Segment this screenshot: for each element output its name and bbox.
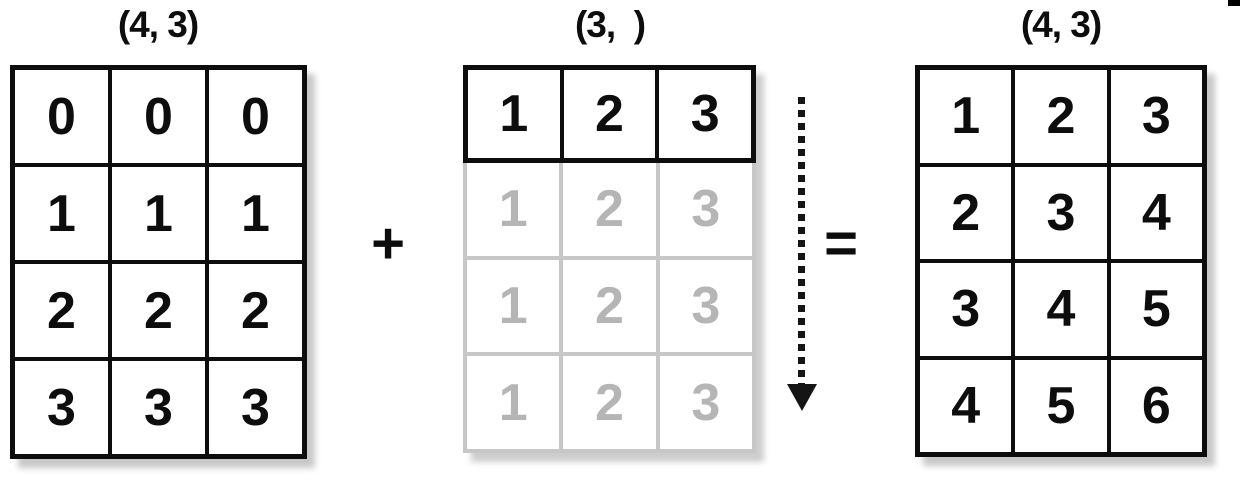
matrix-cell: 2	[563, 70, 656, 158]
matrix-cell: 1	[112, 167, 205, 260]
broadcast-arrow-line	[798, 97, 805, 385]
middle-matrix-solid-row: 1 2 3	[463, 65, 756, 163]
ghost-cell: 1	[467, 356, 560, 449]
matrix-cell: 4	[1110, 166, 1202, 259]
matrix-cell: 3	[209, 361, 302, 454]
matrix-cell: 1	[15, 167, 108, 260]
matrix-cell: 2	[920, 166, 1012, 259]
ghost-cell: 3	[659, 259, 752, 353]
matrix-cell: 5	[1015, 359, 1107, 452]
matrix-cell: 4	[920, 359, 1012, 452]
matrix-cell: 0	[112, 70, 205, 163]
corner-crop-artifact	[1228, 0, 1240, 6]
matrix-cell: 3	[659, 70, 751, 158]
matrix-cell: 2	[209, 264, 302, 357]
ghost-cell: 3	[659, 163, 752, 256]
plus-operator: +	[371, 211, 405, 276]
matrix-cell: 3	[112, 361, 205, 454]
ghost-cell: 2	[563, 163, 656, 256]
matrix-cell: 3	[15, 361, 108, 454]
matrix-cell: 4	[1015, 263, 1107, 356]
matrix-cell: 0	[15, 70, 108, 163]
left-matrix: 0 0 0 1 1 1 2 2 2 3 3 3	[10, 65, 307, 459]
ghost-cell: 3	[659, 356, 752, 449]
middle-matrix-shape-label: (3, )	[574, 4, 646, 45]
matrix-cell: 3	[1110, 70, 1202, 163]
ghost-cell: 1	[467, 259, 560, 353]
matrix-cell: 1	[920, 70, 1012, 163]
matrix-cell: 3	[920, 263, 1012, 356]
equals-operator: =	[824, 211, 858, 276]
left-matrix-shape-label: (4, 3)	[117, 4, 199, 45]
matrix-cell: 3	[1015, 166, 1107, 259]
middle-matrix-ghost-rows: 1 2 3 1 2 3 1 2 3	[463, 163, 756, 453]
matrix-cell: 6	[1110, 359, 1202, 452]
broadcast-arrow-head-icon	[787, 384, 817, 411]
middle-matrix: 1 2 3 1 2 3 1 2 3 1 2 3	[463, 65, 756, 453]
right-matrix-shape-label: (4, 3)	[1020, 4, 1102, 45]
matrix-cell: 2	[112, 264, 205, 357]
matrix-cell: 2	[1015, 70, 1107, 163]
matrix-cell: 0	[209, 70, 302, 163]
ghost-cell: 1	[467, 163, 560, 256]
ghost-cell: 2	[563, 356, 656, 449]
right-matrix: 1 2 3 2 3 4 3 4 5 4 5 6	[915, 65, 1207, 457]
matrix-cell: 5	[1110, 263, 1202, 356]
matrix-cell: 1	[209, 167, 302, 260]
matrix-cell: 1	[468, 70, 560, 158]
matrix-cell: 2	[15, 264, 108, 357]
ghost-cell: 2	[563, 259, 656, 353]
